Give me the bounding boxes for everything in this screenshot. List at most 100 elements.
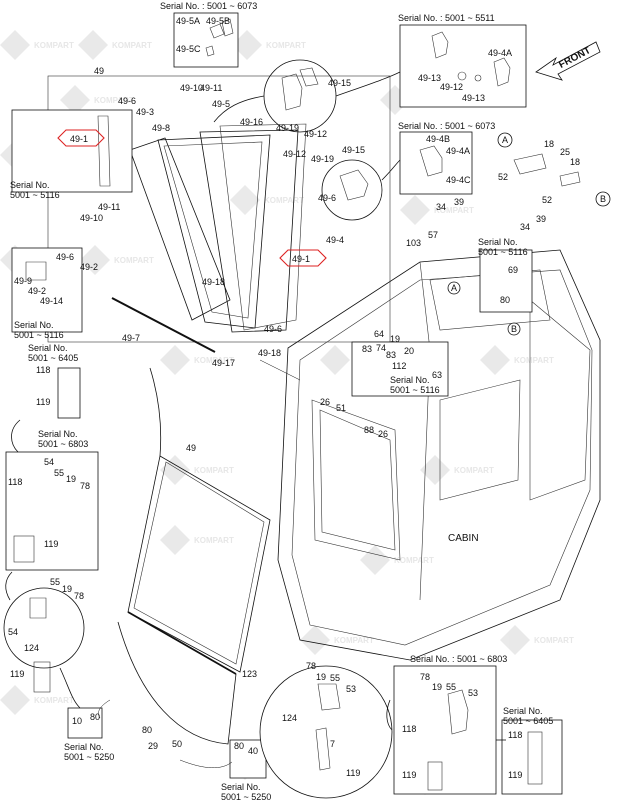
part-label: 39	[536, 214, 546, 224]
cabin-label: CABIN	[448, 533, 479, 544]
watermark-text: KOMPART	[454, 466, 494, 475]
part-label: 78	[420, 672, 430, 682]
part-label: 64	[374, 329, 384, 339]
part-label: 78	[306, 661, 316, 671]
part-label: 74	[376, 343, 386, 353]
part-label: 118	[508, 730, 522, 740]
serial-label-left-top: Serial No.5001 ~ 5116	[10, 180, 60, 200]
watermark-text: KOMPART	[434, 206, 474, 215]
serial-label-left-6405: Serial No.5001 ~ 6405	[28, 343, 78, 363]
watermark-logo: KOMPART	[78, 30, 152, 60]
part-label: 7	[330, 739, 335, 749]
part-number-labels: 49-5A 49-5B 49-5C 49 49-6 49-10 49-11 49…	[8, 16, 580, 780]
inset-6405-bottom: Serial No.5001 ~ 6405	[501, 706, 563, 795]
part-label: 51	[336, 403, 346, 413]
leader-lines	[5, 359, 506, 768]
watermark-text: KOMPART	[264, 196, 304, 205]
detail-circle-bottom-right	[259, 665, 393, 799]
part-label: 19	[66, 474, 76, 484]
part-label: 26	[378, 429, 388, 439]
watermark-logo: KOMPART	[60, 85, 134, 115]
serial-label-bottom-5250-b: Serial No.5001 ~ 5250	[221, 782, 271, 800]
part-label: 40	[248, 746, 258, 756]
highlight-49-1-a	[57, 129, 105, 147]
part-label: 49-17	[212, 358, 235, 368]
part-label: 123	[242, 669, 257, 679]
circle-a-label: A	[502, 135, 508, 145]
part-label: 49-3	[136, 107, 154, 117]
part-label: 49-18	[258, 348, 281, 358]
part-label: 49-2	[80, 262, 98, 272]
bracket-assembly-right: A B A B Serial No.5001 ~ 5116	[447, 132, 611, 336]
watermark-logo: KOMPART	[480, 345, 554, 375]
part-label: 78	[74, 591, 84, 601]
cabin-door	[117, 455, 271, 745]
part-label: 49-11	[98, 202, 120, 212]
part-label: 118	[36, 365, 50, 375]
part-label: 49-12	[440, 82, 463, 92]
watermark-text: KOMPART	[34, 41, 74, 50]
watermark-logo: KOMPART	[160, 345, 234, 375]
watermark-logo: KOMPART	[360, 545, 434, 575]
part-label: 124	[282, 713, 297, 723]
inset-5250-b: Serial No.5001 ~ 5250	[221, 739, 271, 802]
part-label: 49-12	[283, 149, 306, 159]
serial-label-top-right: Serial No. : 5001 ~ 5511	[398, 13, 495, 23]
front-direction-arrow: FRONT	[535, 41, 601, 81]
serial-label-bottom-6803: Serial No. : 5001 ~ 6803	[410, 654, 507, 664]
door-glass-frame	[47, 75, 391, 353]
part-label: 49-4	[326, 235, 344, 245]
highlight-label-49-1-a: 49-1	[70, 134, 88, 144]
roof-inset: Serial No.5001 ~ 5116	[351, 341, 449, 397]
part-label: 49-10	[180, 83, 203, 93]
watermark-text: KOMPART	[114, 256, 154, 265]
part-label: 88	[364, 425, 374, 435]
watermark-text: KOMPART	[112, 41, 152, 50]
part-label: 25	[560, 147, 570, 157]
part-label: 49	[186, 443, 196, 453]
circle-b-label: B	[600, 194, 606, 204]
circle-b-label-roof: B	[511, 324, 517, 334]
part-label: 49-13	[418, 73, 441, 83]
serial-box-top-right: Serial No. : 5001 ~ 5511	[398, 13, 527, 108]
part-label: 18	[544, 139, 554, 149]
part-label: 78	[80, 481, 90, 491]
part-label: 19	[432, 682, 442, 692]
part-label: 54	[8, 627, 18, 637]
watermark-logo: KOMPART	[160, 525, 234, 555]
part-label: 49-12	[304, 129, 327, 139]
part-label: 49-5	[212, 99, 230, 109]
watermark-text: KOMPART	[194, 466, 234, 475]
part-label: 49-5C	[176, 44, 201, 54]
part-label: 54	[44, 457, 54, 467]
part-label: 49-19	[311, 154, 334, 164]
inset-5250-a: Serial No.5001 ~ 5250	[64, 707, 114, 762]
watermark-logo: KOMPART	[230, 185, 304, 215]
part-label: 53	[468, 688, 478, 698]
watermark-logo: KOMPART	[400, 195, 474, 225]
part-label: 19	[390, 334, 400, 344]
part-label: 19	[316, 672, 326, 682]
part-label: 49-10	[80, 213, 103, 223]
part-label: 83	[362, 344, 372, 354]
part-label: 49-11	[200, 83, 222, 93]
watermark-text: KOMPART	[94, 96, 134, 105]
inset-6803-left: Serial No.5001 ~ 6803	[5, 429, 99, 571]
part-label: 118	[402, 724, 416, 734]
part-label: 119	[346, 768, 360, 778]
serial-label-left-mid: Serial No.5001 ~ 5116	[14, 320, 64, 340]
serial-label-top-center: Serial No. : 5001 ~ 6073	[160, 1, 257, 11]
circle-a-label-roof: A	[451, 283, 457, 293]
part-label: 119	[44, 539, 58, 549]
part-label: 55	[330, 673, 340, 683]
part-label: 52	[542, 195, 552, 205]
part-label: 34	[520, 222, 530, 232]
watermark-text: KOMPART	[266, 41, 306, 50]
serial-label-right-mid: Serial No.5001 ~ 5116	[478, 237, 528, 257]
detail-circle-49-4	[321, 159, 401, 221]
highlight-label-49-1-b: 49-1	[292, 254, 310, 264]
watermark-logo: KOMPART	[80, 245, 154, 275]
serial-box-top-center: Serial No. : 5001 ~ 6073	[160, 1, 257, 68]
watermark-logo: KOMPART	[500, 625, 574, 655]
